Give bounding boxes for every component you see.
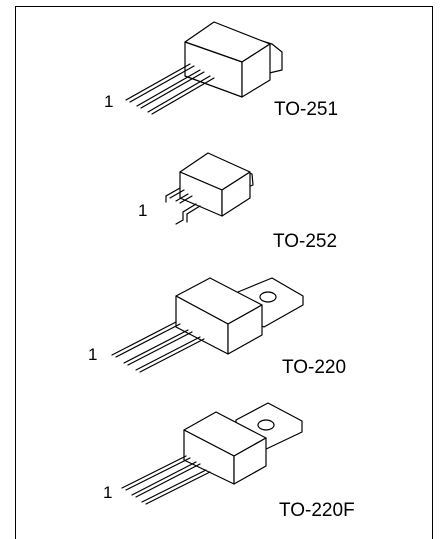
to-220f-pin1-label: 1 (103, 483, 113, 502)
to-220-pin1-label: 1 (88, 345, 98, 364)
to-252-drawing (165, 152, 254, 225)
to-220-label: TO-220 (282, 357, 347, 378)
to-251-pin1-label: 1 (104, 92, 114, 111)
to-251-label: TO-251 (274, 99, 339, 120)
to-251-drawing (125, 21, 283, 115)
to-220-drawing (111, 277, 304, 373)
to-252-pin1-label: 1 (138, 201, 148, 220)
to-220f-drawing (121, 402, 303, 505)
to-220f-label: TO-220F (279, 500, 355, 521)
diagram-frame (15, 6, 433, 539)
to-252-label: TO-252 (273, 231, 338, 252)
